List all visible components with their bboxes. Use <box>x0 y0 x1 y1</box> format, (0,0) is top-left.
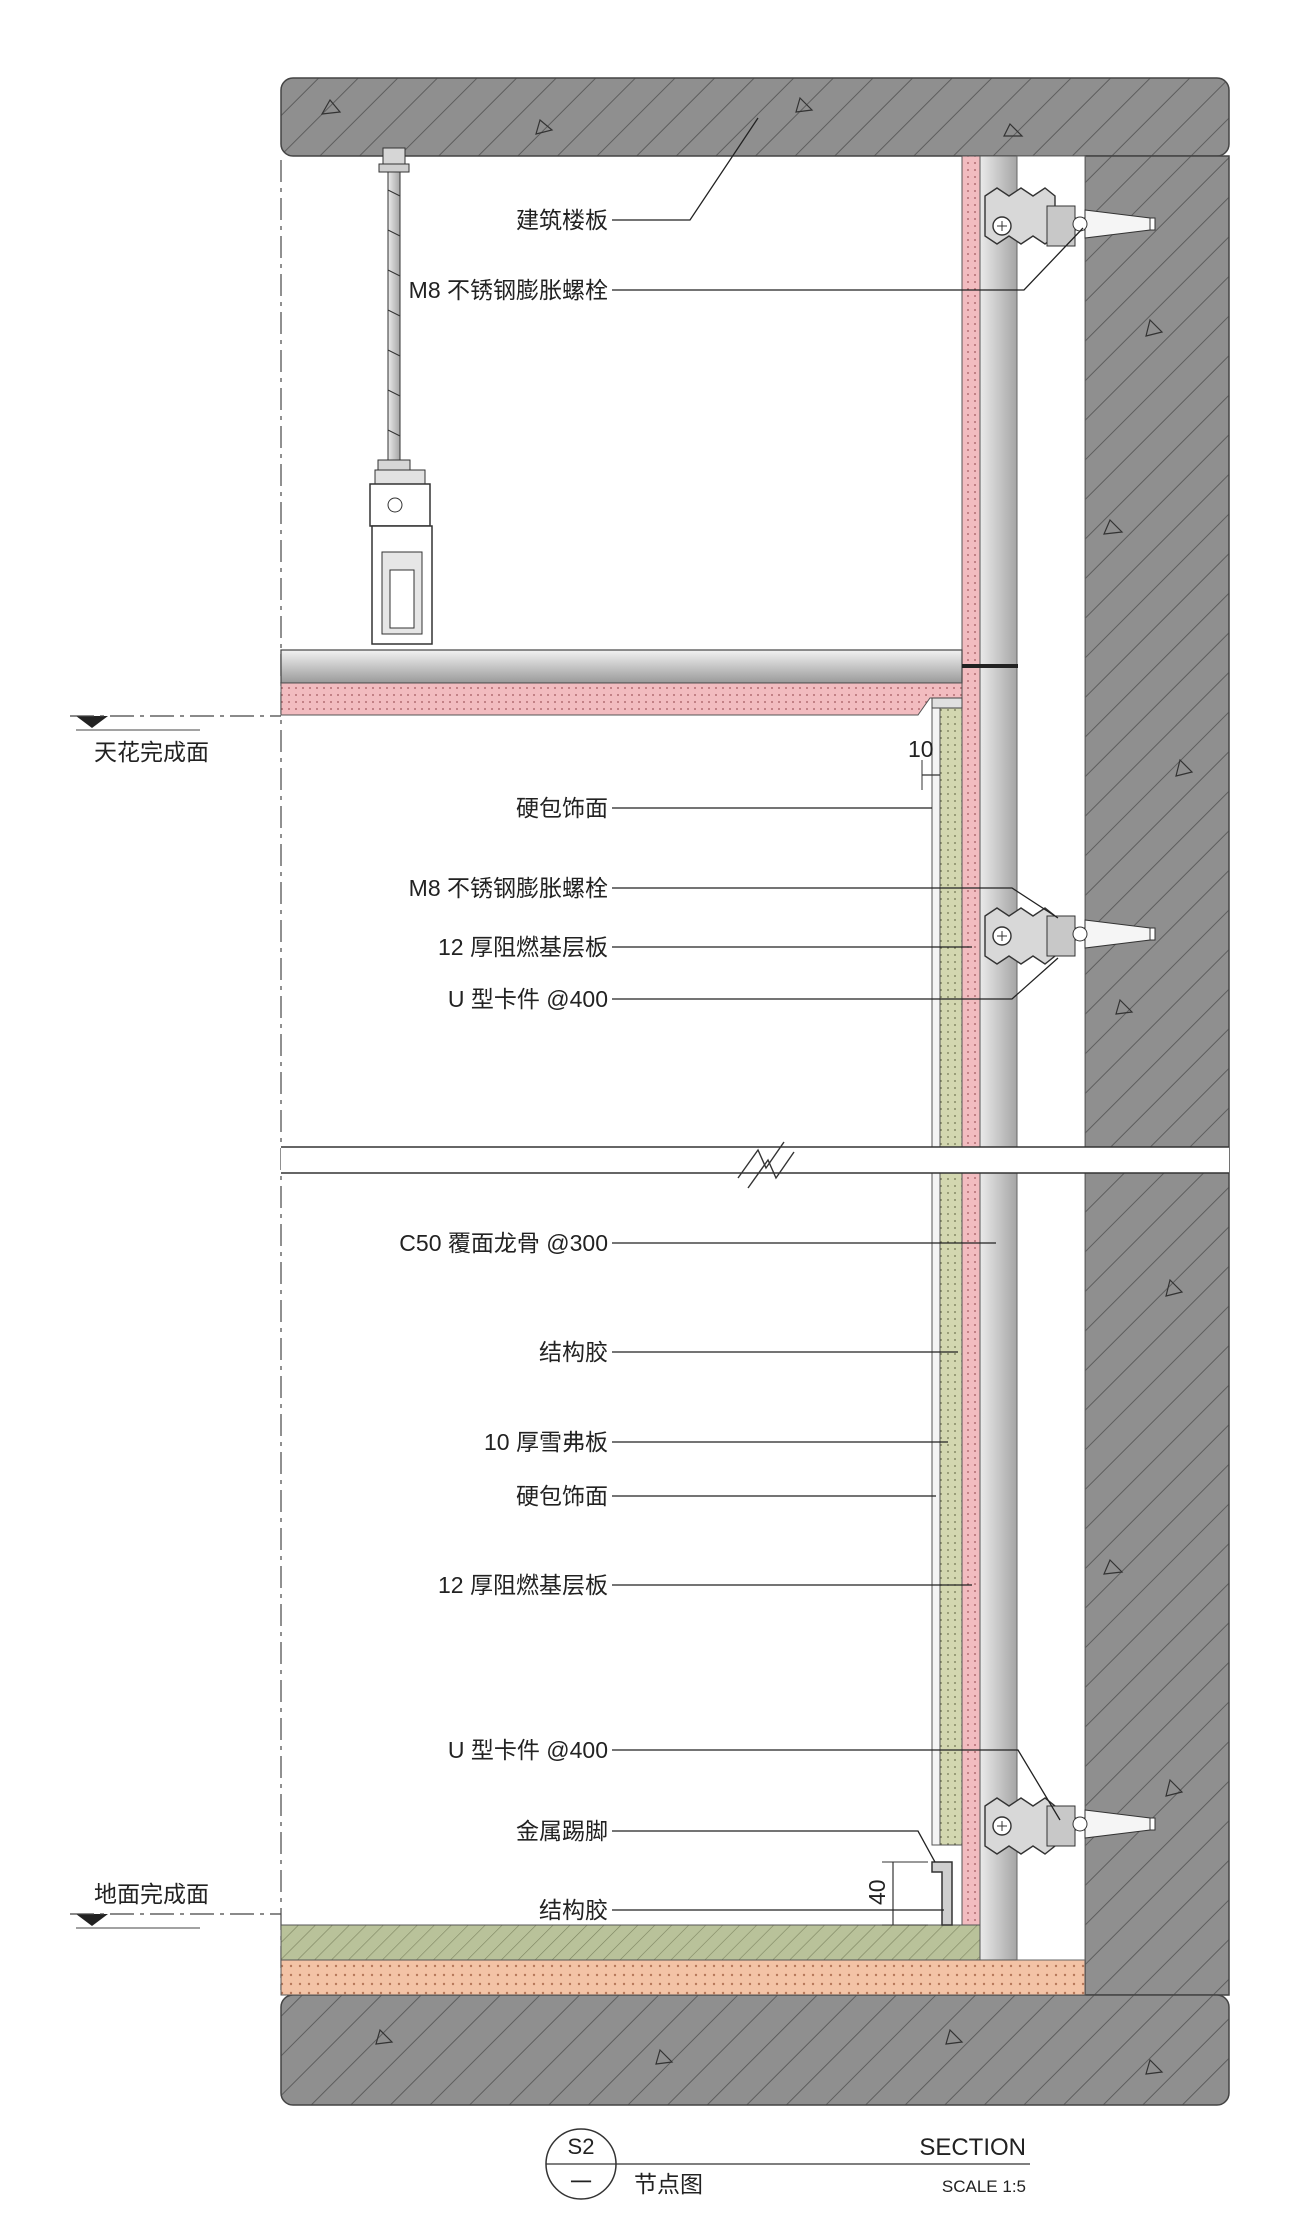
detail-number: S2 <box>568 2134 595 2159</box>
ceiling-board <box>280 682 963 716</box>
label-struct-glue-2: 结构胶 <box>539 1897 608 1923</box>
u-clip-bottom <box>984 1797 1076 1855</box>
snow-board <box>939 704 963 1846</box>
title-en: SECTION <box>919 2134 1026 2161</box>
label-u-clip-1: U 型卡件 @400 <box>448 986 608 1012</box>
u-clip-mid <box>984 907 1076 965</box>
label-struct-glue-1: 结构胶 <box>539 1339 608 1365</box>
ceiling-edge-trim <box>931 697 963 709</box>
floor-level-marker: 地面完成面 <box>70 1881 281 1929</box>
structural-wall <box>1084 155 1230 1996</box>
label-fr-board-2: 12 厚阻燃基层板 <box>438 1572 608 1598</box>
expansion-bolt-mid <box>1072 919 1156 949</box>
break-line <box>281 1141 1229 1189</box>
label-snow-board: 10 厚雪弗板 <box>484 1429 608 1455</box>
label-metal-skirting: 金属踢脚 <box>516 1818 608 1844</box>
floor-level-label: 地面完成面 <box>94 1881 209 1907</box>
scale: SCALE 1:5 <box>942 2177 1026 2196</box>
floor-finish-layer <box>280 1924 982 1961</box>
label-bolt-top: M8 不锈钢膨胀螺栓 <box>409 277 608 303</box>
ceiling-steel-profile <box>280 649 963 684</box>
floor-slab <box>280 1994 1230 2106</box>
ceiling-level-label: 天花完成面 <box>94 739 209 765</box>
leader-lines <box>612 117 1084 1911</box>
label-building-slab: 建筑楼板 <box>516 207 608 233</box>
skirting-height-value: 40 <box>864 1879 890 1905</box>
label-c50-keel: C50 覆面龙骨 @300 <box>399 1230 608 1256</box>
title-cn: 节点图 <box>634 2171 703 2197</box>
title-block: S2 一 节点图 SECTION SCALE 1:5 <box>545 2128 1030 2200</box>
skirting-height-dimension: 40 <box>864 1861 928 1926</box>
gap-dimension-value: 10 <box>908 736 934 762</box>
label-hard-cover-2: 硬包饰面 <box>516 1483 608 1509</box>
label-bolt-mid: M8 不锈钢膨胀螺栓 <box>409 875 608 901</box>
gap-dimension: 10 <box>908 736 940 790</box>
expansion-bolt-bottom <box>1072 1809 1156 1839</box>
wall-cavity <box>1016 155 1086 1961</box>
fire-retardant-board <box>961 155 981 1926</box>
annotation-labels: 建筑楼板 M8 不锈钢膨胀螺栓 硬包饰面 M8 不锈钢膨胀螺栓 12 厚阻燃基层… <box>399 207 608 1923</box>
ceiling-slab <box>280 77 1230 157</box>
ceiling-level-marker: 天花完成面 <box>70 715 281 765</box>
label-hard-cover-1: 硬包饰面 <box>516 795 608 821</box>
floor-screed-layer <box>280 1959 1086 1996</box>
hanger-assembly <box>369 147 433 645</box>
metal-skirting <box>931 1861 953 1926</box>
label-u-clip-2: U 型卡件 @400 <box>448 1737 608 1763</box>
u-clip-top <box>984 187 1076 247</box>
label-fr-board-1: 12 厚阻燃基层板 <box>438 934 608 960</box>
hard-cover-finish <box>931 704 941 1846</box>
expansion-bolt-top <box>1072 209 1156 239</box>
c50-keel <box>979 155 1018 1961</box>
sheet-ref: 一 <box>570 2170 592 2195</box>
